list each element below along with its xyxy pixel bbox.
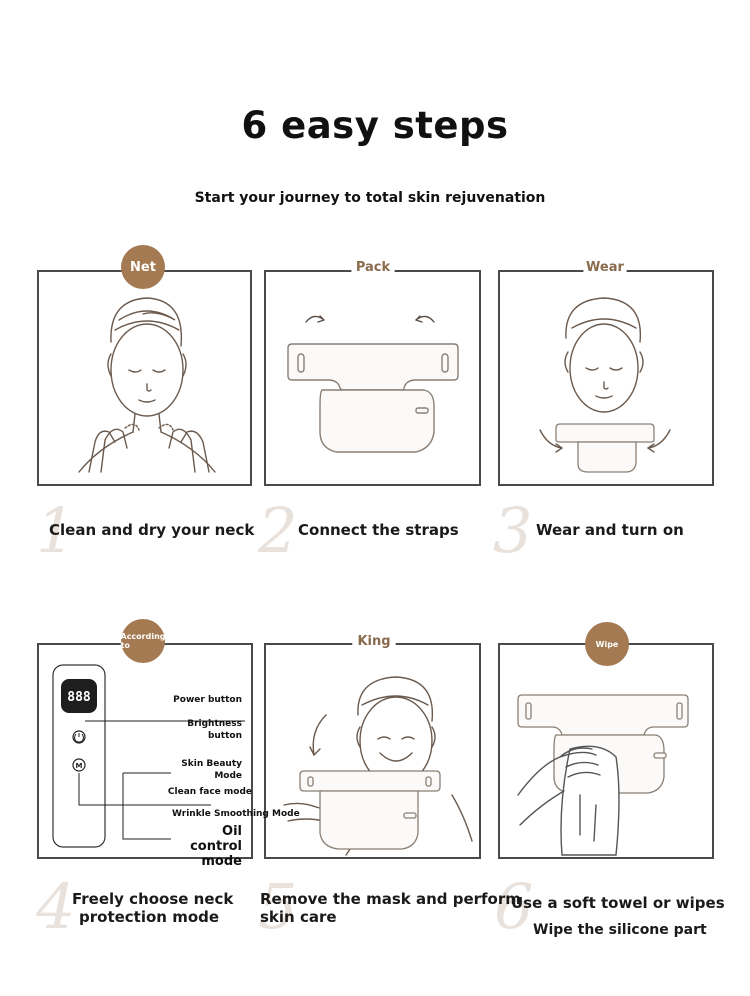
step-3-panel (498, 270, 714, 486)
brightness-button-label: Brightness button (187, 719, 242, 741)
step-5-panel (264, 643, 481, 859)
step-1-badge: Net (121, 245, 165, 289)
page-subtitle: Start your journey to total skin rejuven… (194, 190, 546, 206)
step-6-caption-line1: Use a soft towel or wipes (511, 894, 725, 912)
svg-text:M: M (76, 762, 83, 770)
neck-mask-straps-illustration (287, 315, 459, 453)
step-1-number: 1 (36, 494, 76, 567)
clean-face-mode-label: Clean face mode (167, 787, 252, 797)
step-2-panel (264, 270, 481, 486)
skin-beauty-mode-label: Skin Beauty Mode (181, 759, 242, 781)
step-5-caption-line2: skin care (260, 908, 337, 926)
step-4-caption-line2: protection mode (79, 908, 220, 926)
controller-display (61, 679, 97, 713)
step-3-caption: Wear and turn on (536, 521, 684, 539)
step-4-panel: 888 M (37, 643, 253, 859)
step-3-badge: Wear (583, 245, 627, 289)
controller-illustration: 888 M (52, 664, 245, 848)
step-1-caption: Clean and dry your neck (49, 521, 255, 539)
removing-mask-illustration (283, 676, 473, 856)
step-4-number: 4 (36, 870, 76, 943)
step-5-number: 5 (258, 870, 298, 943)
step-5-badge: King (352, 619, 396, 663)
washing-neck-illustration (78, 297, 216, 473)
step-6-badge: Wipe (585, 622, 629, 666)
controller-display-digits: 888 (67, 690, 91, 705)
step-2-number: 2 (258, 494, 298, 567)
step-2-badge: Pack (351, 245, 395, 289)
step-6-number: 6 (494, 870, 534, 943)
step-1-panel (37, 270, 252, 486)
wiping-mask-illustration (517, 694, 689, 856)
step-6-panel (498, 643, 714, 859)
step-3-number: 3 (493, 494, 533, 567)
step-5-caption-line1: Remove the mask and perform (260, 890, 521, 908)
step-4-badge: According to (121, 619, 166, 663)
page-title: 6 easy steps (241, 104, 509, 147)
wrinkle-smoothing-mode-label: Wrinkle Smoothing Mode (172, 809, 300, 819)
step-6-caption-line2: Wipe the silicone part (533, 922, 707, 938)
oil-control-mode-label: Oil control mode (190, 824, 242, 869)
power-button-label: Power button (173, 695, 242, 705)
step-4-caption-line1: Freely choose neck (72, 890, 234, 908)
wearing-mask-illustration (539, 297, 671, 473)
step-2-caption: Connect the straps (298, 521, 459, 539)
